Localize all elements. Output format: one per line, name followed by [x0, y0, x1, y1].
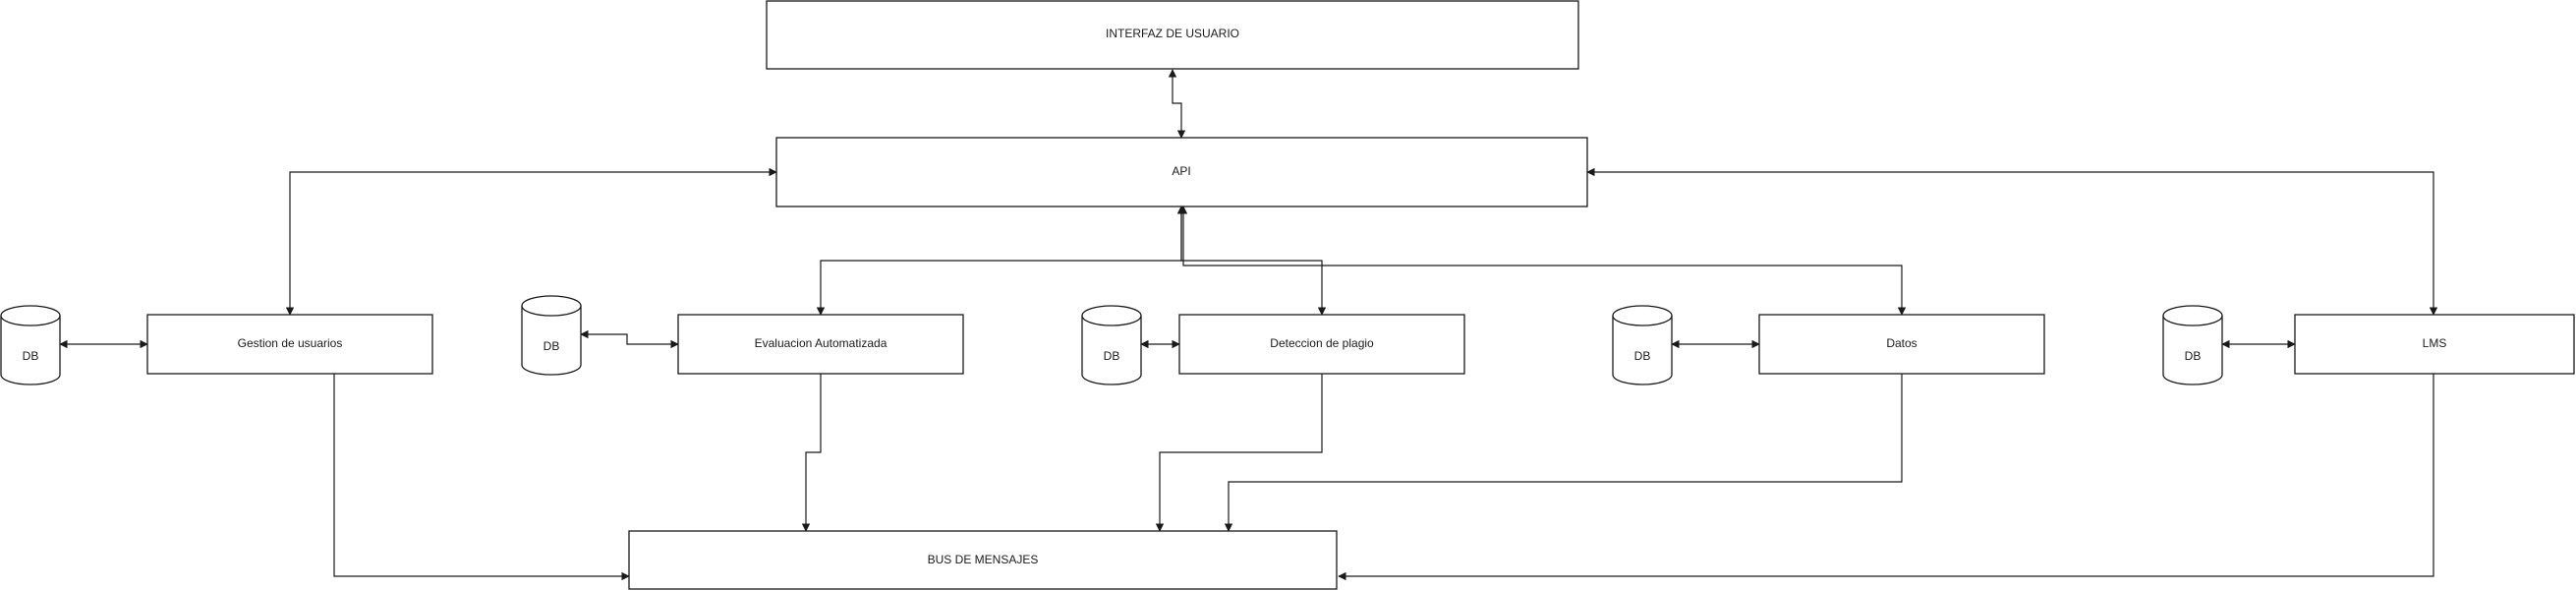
edge-api-lms [1586, 167, 2438, 316]
edge-deteccion-bus [1155, 374, 1323, 532]
connectors [59, 69, 2438, 581]
node-datos-label: Datos [1886, 336, 1917, 350]
node-datos: Datos [1758, 314, 2045, 375]
edge-evaluacion-bus [801, 374, 822, 532]
node-deteccion: Deteccion de plagio [1178, 314, 1465, 375]
node-ui-label: INTERFAZ DE USUARIO [1106, 27, 1239, 40]
database-gestion-label: DB [23, 349, 39, 363]
node-api: API [775, 137, 1588, 207]
database-deteccion-label: DB [1104, 349, 1120, 363]
database-datos-icon: DB [1612, 305, 1673, 385]
database-datos-label: DB [1634, 349, 1651, 363]
database-evaluacion-icon: DB [521, 295, 582, 376]
node-bus-label: BUS DE MENSAJES [928, 553, 1039, 566]
edge-lms-bus [1338, 374, 2434, 581]
database-lms-label: DB [2185, 349, 2202, 363]
database-deteccion-icon: DB [1081, 305, 1142, 385]
edge-db-evaluacion [580, 329, 679, 349]
node-ui: INTERFAZ DE USUARIO [766, 0, 1579, 70]
edge-ui-api [1168, 69, 1186, 139]
edge-api-deteccion [1176, 206, 1327, 316]
node-lms-label: LMS [2423, 336, 2447, 350]
node-deteccion-label: Deteccion de plagio [1270, 336, 1374, 350]
node-gestion-label: Gestion de usuarios [238, 336, 343, 350]
node-api-label: API [1172, 164, 1190, 178]
node-evaluacion: Evaluacion Automatizada [677, 314, 964, 375]
database-evaluacion-label: DB [544, 339, 560, 353]
edge-api-evaluacion [816, 206, 1186, 316]
node-lms: LMS [2294, 314, 2575, 375]
edge-api-gestion [285, 167, 777, 316]
edge-gestion-bus [333, 374, 630, 581]
database-gestion-icon: DB [0, 305, 61, 385]
edge-datos-bus [1224, 374, 1903, 532]
node-gestion: Gestion de usuarios [146, 314, 433, 375]
node-bus: BUS DE MENSAJES [628, 530, 1338, 590]
database-lms-icon: DB [2162, 305, 2223, 385]
node-evaluacion-label: Evaluacion Automatizada [755, 336, 887, 350]
edge-api-datos [1178, 206, 1907, 316]
